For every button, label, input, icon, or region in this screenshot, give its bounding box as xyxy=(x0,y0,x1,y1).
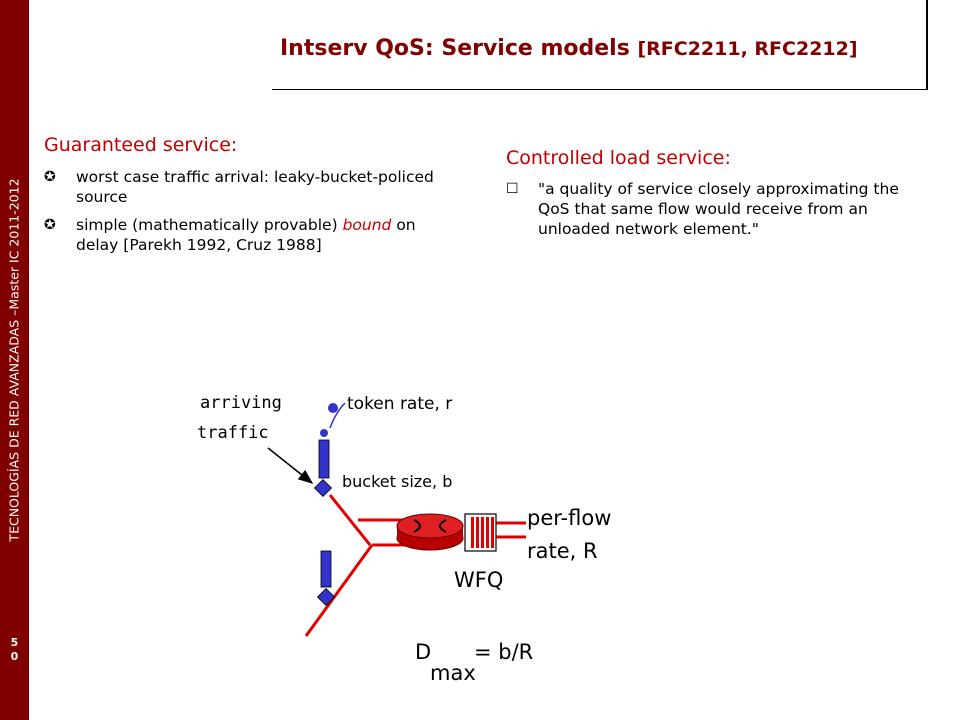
upper-input-link xyxy=(328,494,372,546)
bullet-text-post: on delay [Parekh 1992, Cruz 1988] xyxy=(76,216,416,254)
bullet-icon: ✪ xyxy=(44,217,56,233)
bullet-icon: ✪ xyxy=(44,169,56,185)
guaranteed-service-list: ✪ worst case traffic arrival: leaky-bucke… xyxy=(44,167,459,263)
dmax-d: D xyxy=(415,640,431,664)
list-item: ✪ worst case traffic arrival: leaky-bucke… xyxy=(44,167,459,207)
arriving-label: arriving xyxy=(200,393,282,413)
token-flow-arrow xyxy=(329,402,346,429)
bullet-text: worst case traffic arrival: leaky-bucket… xyxy=(76,168,434,206)
arriving-traffic-arrow xyxy=(267,447,314,484)
checkbox-bullet-icon: ☐ xyxy=(506,181,519,197)
dmax-subscript: max xyxy=(430,661,476,685)
bullet-text-bound: bound xyxy=(342,216,392,234)
router-icon xyxy=(396,513,464,551)
lower-input-link xyxy=(304,544,374,637)
token-bucket-lower xyxy=(320,550,332,588)
per-flow-label: per-flow xyxy=(527,506,611,530)
token-rate-label: token rate, r xyxy=(347,394,452,414)
slide-title-ref: [RFC2211, RFC2212] xyxy=(637,38,858,60)
list-item: ✪simple (mathematically provable) bound … xyxy=(44,215,459,255)
slide-number-digit-1: 5 xyxy=(10,636,19,649)
rate-label: rate, R xyxy=(527,539,598,563)
controlled-load-heading: Controlled load service: xyxy=(506,147,731,169)
slide-title-main: Intserv QoS: Service models xyxy=(280,36,638,61)
slide-title: Intserv QoS: Service models [RFC2211, RF… xyxy=(280,36,858,61)
bucket-size-label: bucket size, b xyxy=(342,472,452,491)
controlled-load-list: ☐ "a quality of service closely approxima… xyxy=(506,179,906,247)
bucket-valve-upper xyxy=(313,478,333,498)
sidebar-band xyxy=(0,0,29,720)
wfq-label: WFQ xyxy=(454,568,503,592)
wfq-queue-icon xyxy=(464,513,497,552)
bullet-text: "a quality of service closely approximat… xyxy=(538,180,899,238)
guaranteed-service-heading: Guaranteed service: xyxy=(44,134,238,156)
traffic-label: traffic xyxy=(197,423,269,443)
slide-number-digit-2: 0 xyxy=(10,650,19,663)
token-arrow-head xyxy=(320,429,328,437)
dmax-formula: = b/R xyxy=(474,640,533,664)
list-item: ☐ "a quality of service closely approxima… xyxy=(506,179,906,239)
token-dot xyxy=(328,403,338,413)
bucket-valve-lower xyxy=(316,587,336,607)
token-bucket-upper xyxy=(318,439,330,479)
title-horizontal-rule xyxy=(272,89,928,90)
bullet-text-pre: simple (mathematically provable) xyxy=(76,216,343,234)
title-vertical-rule xyxy=(926,0,928,90)
